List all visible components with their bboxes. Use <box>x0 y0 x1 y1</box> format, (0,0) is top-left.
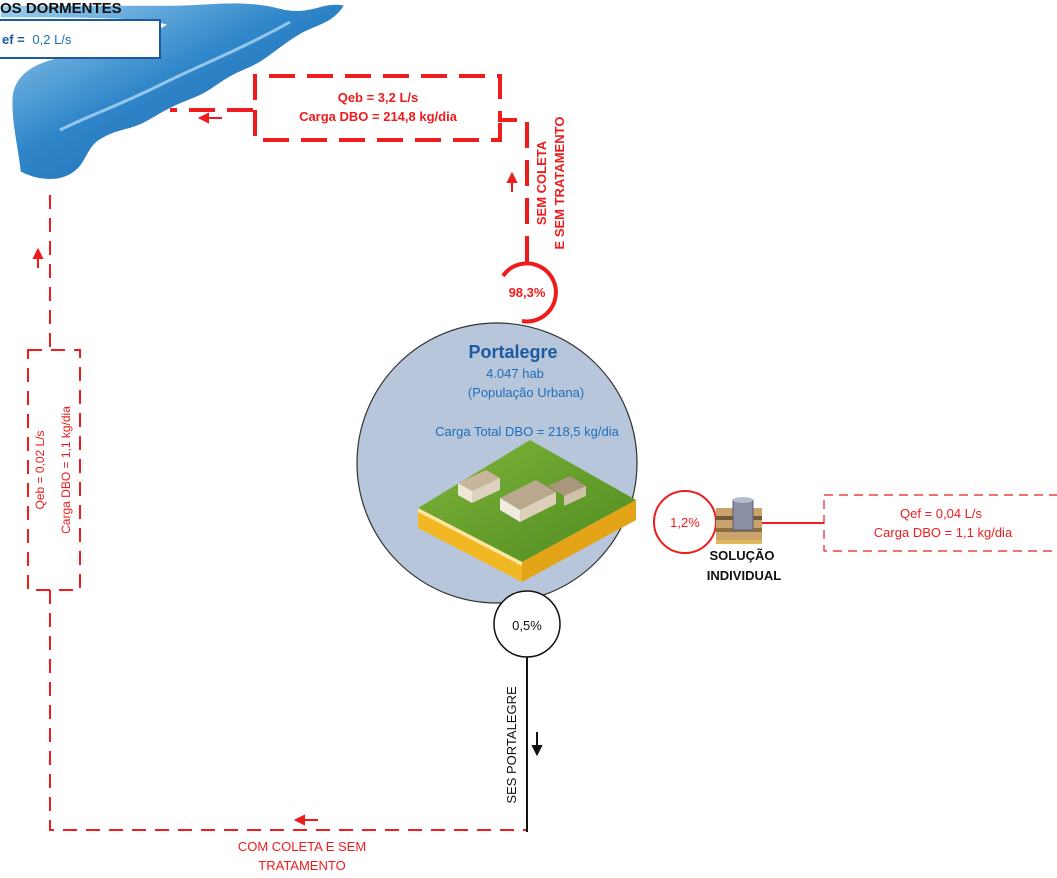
right-branch-qef: Qef = 0,04 L/s <box>900 506 983 521</box>
river-qef-value: 0,2 L/s <box>32 32 72 47</box>
bottom-branch-label-line1: COM COLETA E SEM <box>238 839 366 854</box>
top-percent-node: 98,3% <box>498 261 558 324</box>
top-branch-vertical-label: SEM COLETA E SEM TRATAMENTO <box>534 117 567 250</box>
ses-label: SES PORTALEGRE <box>504 686 519 804</box>
left-branch-carga: Carga DBO = 1,1 kg/dia <box>59 406 73 534</box>
top-branch-percent: 98,3% <box>509 285 546 300</box>
bottom-branch-label-line2: TRATAMENTO <box>258 858 345 873</box>
ses-vertical-label: SES PORTALEGRE <box>504 686 519 804</box>
bottom-branch-percent: 0,5% <box>512 618 542 633</box>
city-total-load: Carga Total DBO = 218,5 kg/dia <box>435 424 619 439</box>
top-branch-arrows <box>197 112 518 192</box>
right-branch-label-line2: INDIVIDUAL <box>707 568 781 583</box>
right-branch-percent: 1,2% <box>670 515 700 530</box>
septic-tank-icon <box>716 497 762 544</box>
right-percent-node: 1,2% <box>653 490 717 554</box>
river-name: OS DORMENTES <box>0 0 122 17</box>
top-branch-carga: Carga DBO = 214,8 kg/dia <box>299 109 458 124</box>
river-qef-label: ef = <box>2 32 25 47</box>
city-population: 4.047 hab <box>486 366 544 381</box>
right-branch-label-line1: SOLUÇÃO <box>710 548 775 563</box>
left-branch-qeb: Qeb = 0,02 L/s <box>33 430 47 509</box>
city-name: Portalegre <box>468 342 557 362</box>
bottom-percent-node: 0,5% <box>493 590 561 658</box>
top-branch-label-line1: SEM COLETA <box>534 140 549 225</box>
left-branch-path <box>27 195 527 831</box>
city-illustration <box>418 440 636 582</box>
top-branch-qeb: Qeb = 3,2 L/s <box>338 90 419 105</box>
river-qef-text: ef = 0,2 L/s <box>2 32 72 47</box>
river-qef-box <box>0 19 161 59</box>
right-branch-path <box>760 494 1057 552</box>
left-branch-arrows <box>32 247 318 826</box>
city-population-note: (População Urbana) <box>468 385 584 400</box>
ses-arrow <box>531 732 543 757</box>
top-branch-label-line2: E SEM TRATAMENTO <box>552 117 567 250</box>
right-branch-carga: Carga DBO = 1,1 kg/dia <box>874 525 1013 540</box>
left-branch-vertical-label: Qeb = 0,02 L/s Carga DBO = 1,1 kg/dia <box>33 406 73 534</box>
top-branch-path <box>170 74 529 262</box>
